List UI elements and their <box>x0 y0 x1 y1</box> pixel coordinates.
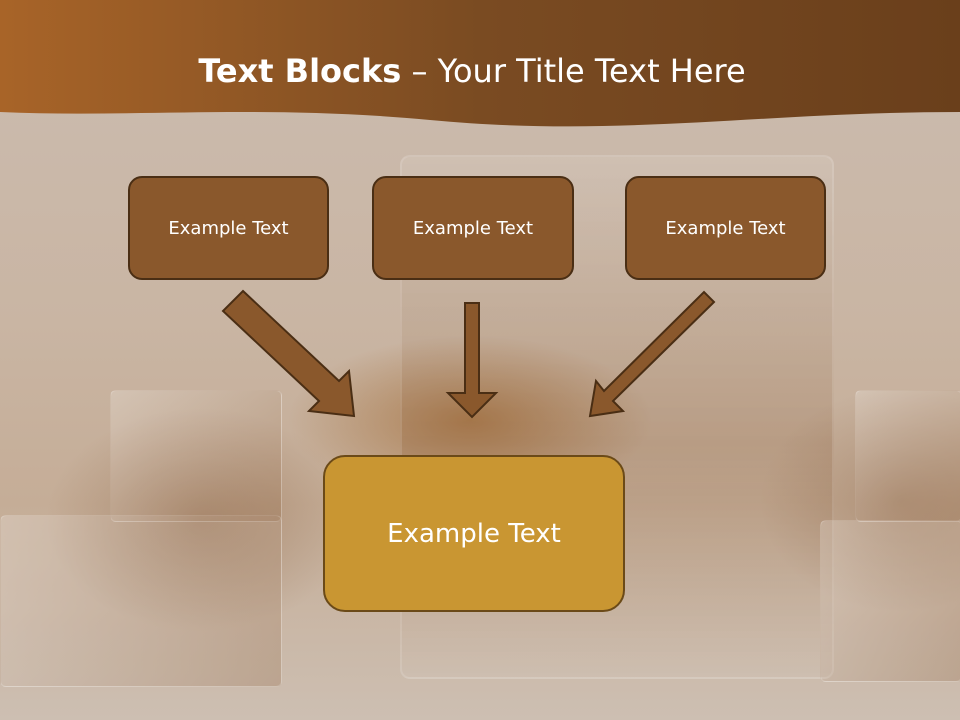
text-block-3[interactable]: Example Text <box>625 176 826 280</box>
header-band <box>0 0 960 127</box>
title-rest: Your Title Text Here <box>437 52 746 90</box>
main-text-block[interactable]: Example Text <box>323 455 625 612</box>
text-block-label: Example Text <box>665 217 786 239</box>
background-ice-cube <box>820 520 960 682</box>
background-ice-cube <box>855 390 960 522</box>
text-block-label: Example Text <box>412 217 534 239</box>
arrow-right <box>588 290 716 418</box>
text-block-2[interactable]: Example Text <box>372 176 574 280</box>
arrow-left <box>221 289 356 418</box>
arrow-center <box>445 302 499 419</box>
text-block-label: Example Text <box>168 217 289 239</box>
background-ice-cube <box>110 390 282 522</box>
background-ice-cube <box>0 515 282 687</box>
title-bold: Text Blocks <box>198 52 402 90</box>
title-separator: – <box>401 52 438 90</box>
main-text-block-label: Example Text <box>387 518 561 549</box>
text-block-1[interactable]: Example Text <box>128 176 329 280</box>
slide-title: Text Blocks – Your Title Text Here <box>0 52 944 90</box>
